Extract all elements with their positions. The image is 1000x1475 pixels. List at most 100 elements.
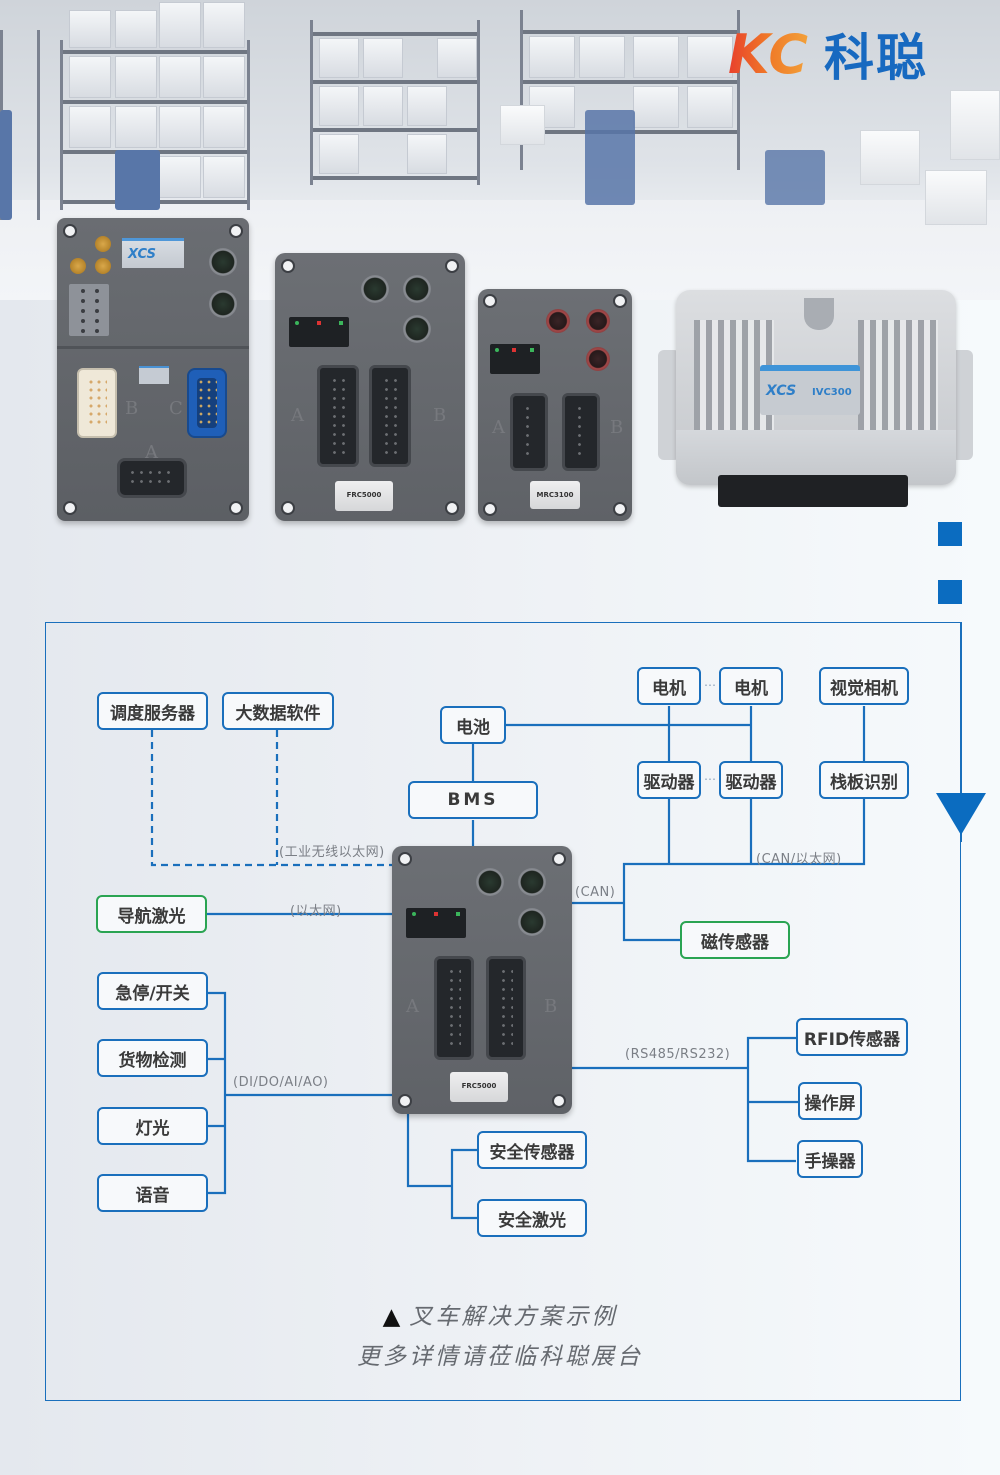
cargo-box — [925, 170, 987, 225]
product-mrc5000-l: XCS B C A — [57, 218, 249, 521]
node-label: 大数据软件 — [235, 703, 321, 724]
connector-letter-b: B — [125, 398, 139, 419]
edge-label-io: (DI/DO/AI/AO) — [233, 1075, 329, 1090]
node-driver-2: 驱动器 — [719, 761, 783, 799]
connector-a — [117, 458, 187, 498]
node-label: 急停/开关 — [115, 983, 190, 1004]
product-label: MRC3100 — [530, 481, 580, 509]
cargo-box — [860, 130, 920, 185]
node-label: 灯光 — [135, 1118, 170, 1139]
node-label: 手操器 — [804, 1151, 856, 1172]
node-label: 电机 — [652, 678, 686, 699]
node-cargo-detection: 货物检测 — [97, 1039, 208, 1077]
node-label: 货物检测 — [118, 1050, 187, 1071]
frame-arrow-line — [960, 622, 962, 842]
caption-subtitle: 更多详情请莅临科聪展台 — [357, 1344, 643, 1370]
node-label: BMS — [447, 790, 499, 810]
ethernet-port — [209, 248, 237, 276]
product-label: XCS IVC300 — [760, 365, 860, 415]
node-label: 安全传感器 — [489, 1142, 575, 1163]
node-safety-laser: 安全激光 — [477, 1199, 587, 1237]
node-label: 视觉相机 — [830, 678, 898, 699]
decorative-square — [938, 522, 962, 546]
kc-logo: KC 科聪 — [728, 22, 928, 88]
cargo-box — [950, 90, 1000, 160]
node-battery: 电池 — [440, 706, 506, 744]
ecu-connector — [718, 475, 908, 507]
node-label: 导航激光 — [117, 906, 186, 927]
antenna-connector — [95, 258, 111, 274]
forklift — [765, 150, 825, 205]
node-label: 磁传感器 — [701, 932, 769, 953]
product-model: MRC3100 — [536, 491, 574, 499]
node-label: 栈板识别 — [830, 772, 898, 793]
node-label: RFID传感器 — [803, 1029, 901, 1050]
edge-label-serial: (RS485/RS232) — [625, 1047, 731, 1062]
storage-rack — [310, 20, 480, 185]
edge-label-ethernet: (以太网) — [290, 904, 342, 919]
connector-c — [187, 368, 227, 438]
node-rfid-sensor: RFID传感器 — [796, 1018, 908, 1056]
caption-title: 叉车解决方案示例 — [409, 1304, 618, 1330]
node-lights: 灯光 — [97, 1107, 208, 1145]
ethernet-port — [209, 290, 237, 318]
diagram-frame — [45, 622, 961, 1401]
triangle-marker-icon: ▲ — [382, 1304, 404, 1330]
controller-model: FRC5000 — [461, 1082, 497, 1090]
node-bms: BMS — [408, 781, 538, 819]
node-handheld-controller: 手操器 — [797, 1140, 863, 1178]
cargo-box — [500, 105, 545, 145]
node-nav-laser: 导航激光 — [96, 895, 207, 933]
product-label: FRC5000 — [450, 1072, 508, 1102]
connector-b — [77, 368, 117, 438]
node-motor-2: 电机 — [719, 667, 783, 705]
forklift — [115, 150, 160, 210]
node-motor-1: 电机 — [637, 667, 701, 705]
node-label: 语音 — [135, 1185, 170, 1206]
storage-rack — [520, 10, 740, 170]
edge-label-can-ethernet: (CAN/以太网) — [756, 852, 842, 867]
node-label: 驱动器 — [643, 772, 695, 793]
forklift — [585, 110, 635, 205]
node-dispatch-server: 调度服务器 — [97, 692, 208, 730]
node-label: 安全激光 — [498, 1210, 566, 1231]
node-estop-switch: 急停/开关 — [97, 972, 208, 1010]
node-operator-screen: 操作屏 — [798, 1082, 862, 1120]
node-label: 电机 — [734, 678, 768, 699]
node-pallet-recognition: 栈板识别 — [819, 761, 909, 799]
antenna-connector — [70, 258, 86, 274]
product-ivc300: XCS IVC300 — [658, 290, 973, 518]
product-model: IVC300 — [812, 387, 852, 398]
node-voice: 语音 — [97, 1174, 208, 1212]
connector-letter-a: A — [145, 442, 158, 463]
node-safety-sensor: 安全传感器 — [477, 1131, 587, 1169]
ellipsis-motors: ⋯ — [704, 678, 717, 692]
antenna-connector — [95, 236, 111, 252]
storage-rack — [60, 2, 250, 210]
node-label: 操作屏 — [804, 1093, 856, 1114]
down-arrow-icon — [936, 793, 986, 835]
diagram-caption: ▲叉车解决方案示例 — [0, 1297, 1000, 1331]
diagram-subcaption: 更多详情请莅临科聪展台 — [0, 1337, 1000, 1371]
status-led-panel — [490, 344, 540, 374]
status-led-panel — [69, 284, 109, 336]
node-big-data-software: 大数据软件 — [222, 692, 334, 730]
ellipsis-drivers: ⋯ — [704, 772, 717, 786]
warehouse-hero-background — [0, 0, 1000, 300]
product-model: FRC5000 — [346, 491, 382, 499]
logo-chinese: 科聪 — [824, 29, 929, 87]
connector-letter-c: C — [169, 398, 183, 419]
node-label: 驱动器 — [725, 772, 777, 793]
decorative-square — [938, 580, 962, 604]
forklift — [0, 110, 12, 220]
node-label: 电池 — [456, 717, 490, 738]
status-led-panel — [289, 317, 349, 347]
node-label: 调度服务器 — [110, 703, 195, 724]
node-vision-camera: 视觉相机 — [819, 667, 909, 705]
node-driver-1: 驱动器 — [637, 761, 701, 799]
status-led-panel — [406, 908, 466, 938]
product-label: FRC5000 — [335, 481, 393, 511]
